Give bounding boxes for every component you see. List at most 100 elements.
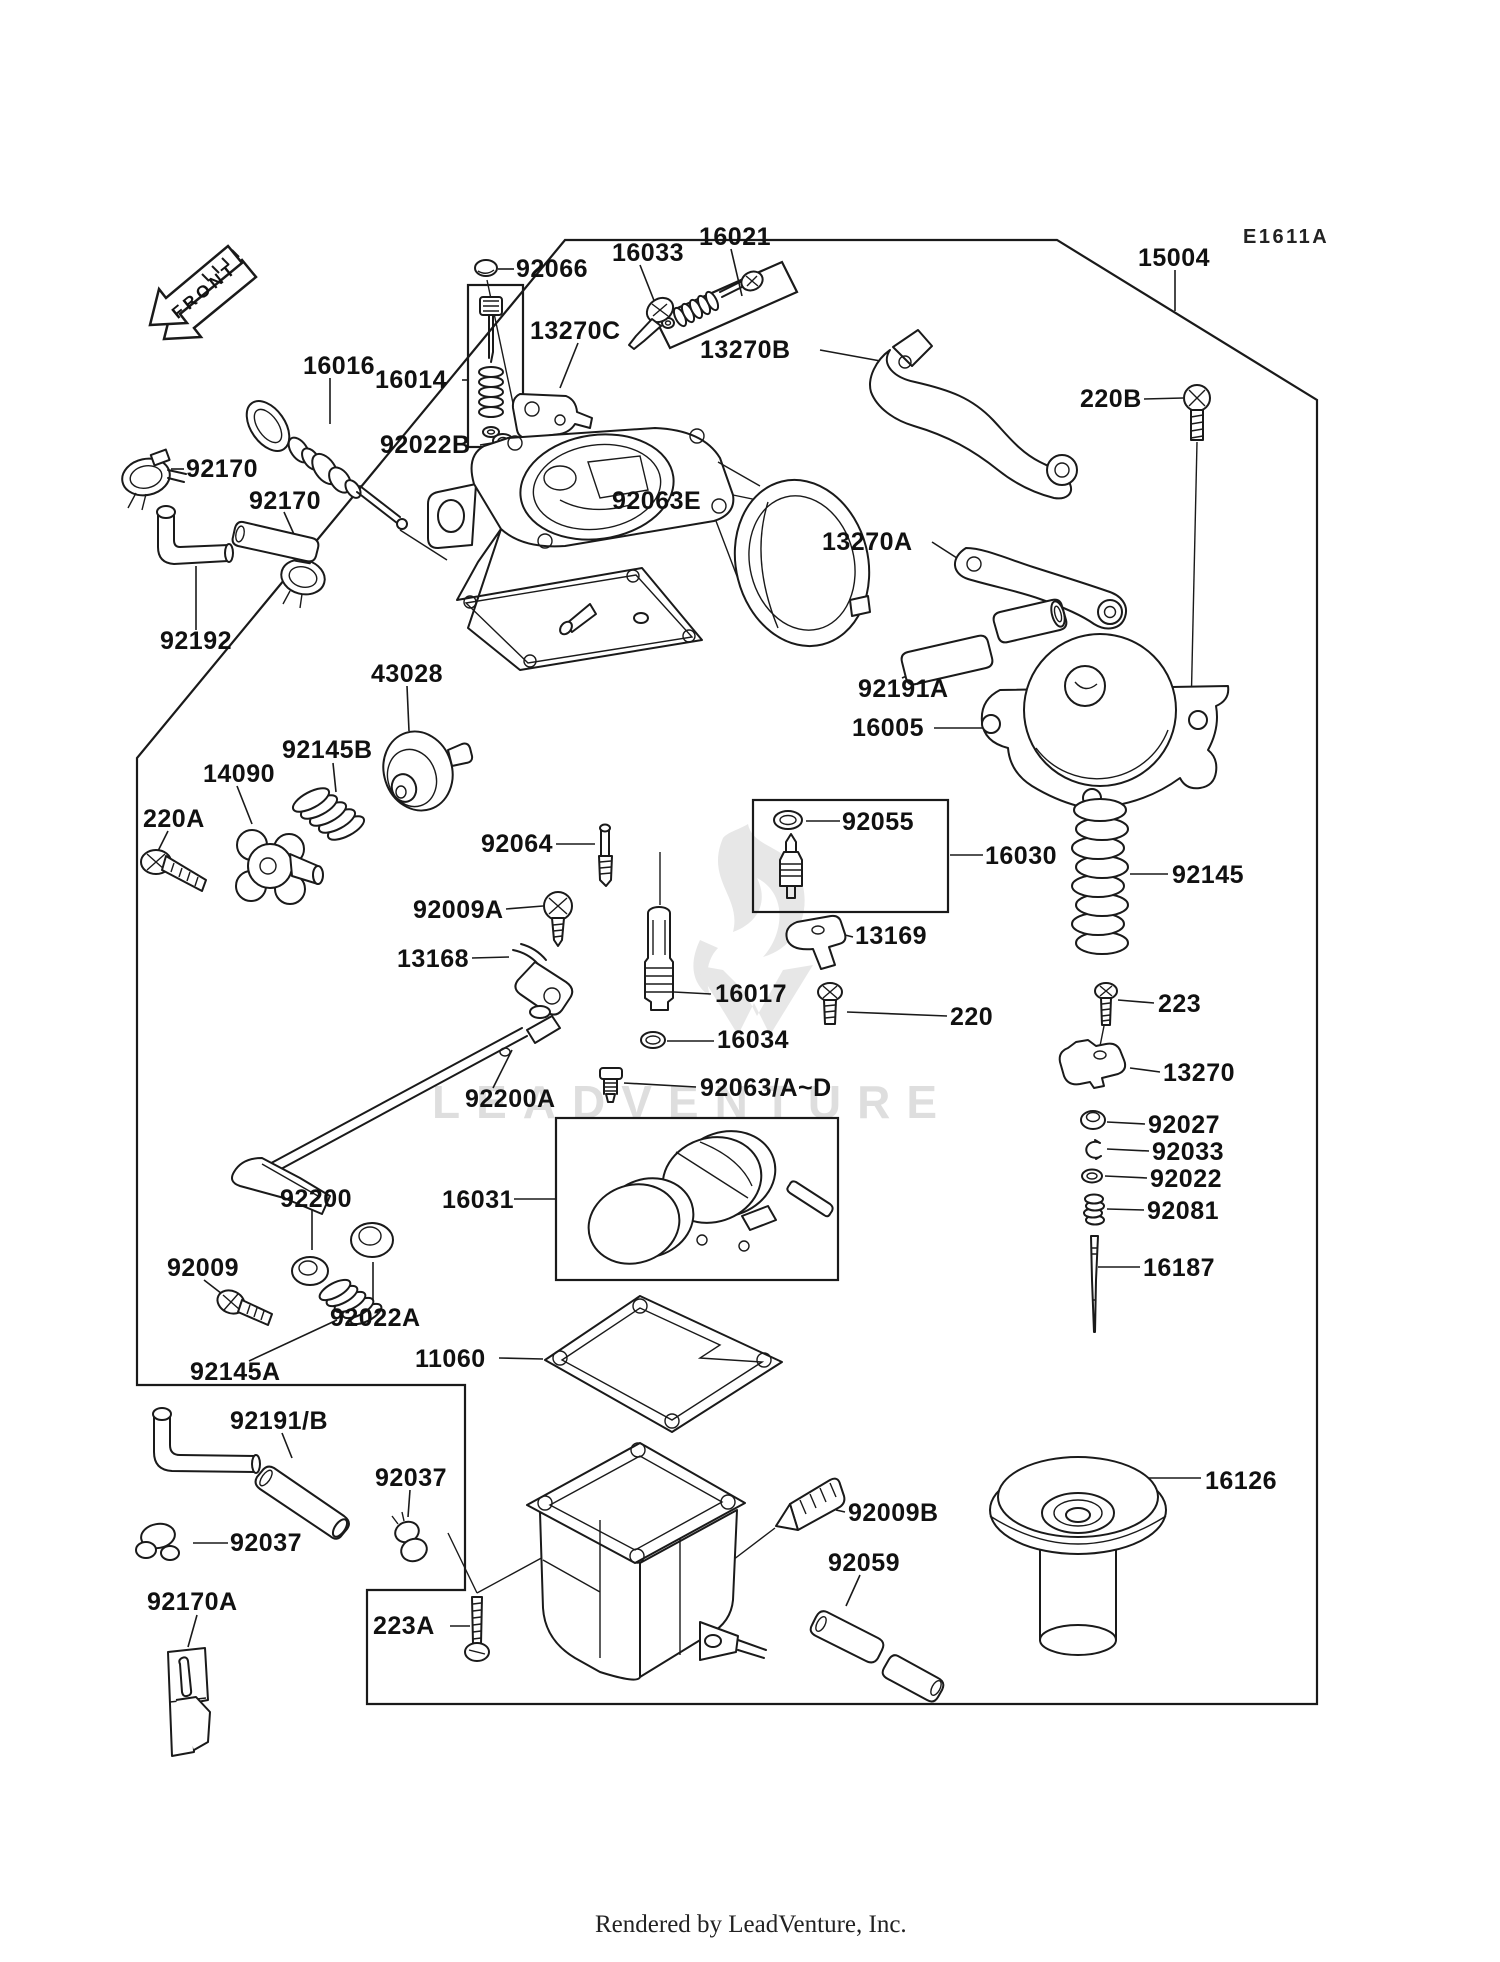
- part-label-92027[interactable]: 92027: [1148, 1111, 1220, 1139]
- part-220A-drawing: [140, 849, 207, 892]
- part-label-16034[interactable]: 16034: [717, 1026, 789, 1054]
- part-label-220A[interactable]: 220A: [143, 805, 205, 833]
- part-label-223[interactable]: 223: [1158, 990, 1201, 1018]
- part-label-92066[interactable]: 92066: [516, 255, 588, 283]
- part-label-92022B[interactable]: 92022B: [380, 431, 471, 459]
- part-92192-drawing: [156, 505, 320, 565]
- part-92170A-drawing: [167, 1647, 211, 1757]
- part-label-92063E[interactable]: 92063E: [612, 487, 701, 515]
- part-label-13270B[interactable]: 13270B: [700, 336, 791, 364]
- part-223-drawing: [1094, 982, 1118, 1026]
- part-label-13168[interactable]: 13168: [397, 945, 469, 973]
- part-label-16021[interactable]: 16021: [699, 223, 771, 251]
- part-92063AD-drawing: [599, 1067, 623, 1103]
- part-92066-drawing: [474, 259, 498, 277]
- part-92022-drawing: [1081, 1168, 1103, 1184]
- carburetor-body-drawing: [427, 427, 871, 671]
- part-14090-drawing: [235, 829, 324, 905]
- part-92009B-drawing: [775, 1477, 846, 1531]
- part-92191B-drawing: [152, 1407, 350, 1540]
- part-label-13270[interactable]: 13270: [1163, 1059, 1235, 1087]
- part-label-16187[interactable]: 16187: [1143, 1254, 1215, 1282]
- part-label-223A[interactable]: 223A: [373, 1612, 435, 1640]
- part-label-92145A[interactable]: 92145A: [190, 1358, 281, 1386]
- part-16034-drawing: [640, 1031, 666, 1049]
- part-92191A-drawing: [900, 598, 1068, 686]
- part-label-16126[interactable]: 16126: [1205, 1467, 1277, 1495]
- part-11060-drawing: [544, 1295, 783, 1433]
- part-label-220[interactable]: 220: [950, 1003, 993, 1031]
- part-label-92033[interactable]: 92033: [1152, 1138, 1224, 1166]
- part-16030-drawing: [779, 833, 803, 899]
- footer-credit: Rendered by LeadVenture, Inc.: [595, 1911, 907, 1938]
- part-label-92022A[interactable]: 92022A: [330, 1304, 421, 1332]
- part-label-16033[interactable]: 16033: [612, 239, 684, 267]
- part-13270B-drawing: [869, 329, 1078, 500]
- part-label-16005[interactable]: 16005: [852, 714, 924, 742]
- part-label-92064[interactable]: 92064: [481, 830, 553, 858]
- diagram-code: E1611A: [1243, 226, 1329, 248]
- part-label-92145B[interactable]: 92145B: [282, 736, 373, 764]
- part-label-43028[interactable]: 43028: [371, 660, 443, 688]
- front-arrow: FRONT: [148, 244, 258, 341]
- part-label-92063AD[interactable]: 92063/A~D: [700, 1074, 832, 1102]
- part-16016-drawing: [245, 400, 408, 530]
- part-label-16031[interactable]: 16031: [442, 1186, 514, 1214]
- part-label-14090[interactable]: 14090: [203, 760, 275, 788]
- part-label-92192[interactable]: 92192: [160, 627, 232, 655]
- part-16031-drawing: [587, 1130, 834, 1265]
- part-16033-drawing: [628, 296, 675, 350]
- part-92064-drawing: [598, 823, 613, 887]
- part-label-13169[interactable]: 13169: [855, 922, 927, 950]
- part-label-92200[interactable]: 92200: [280, 1185, 352, 1213]
- part-92009A-drawing: [543, 891, 573, 947]
- part-13270A-drawing: [954, 547, 1127, 630]
- part-label-92081[interactable]: 92081: [1147, 1197, 1219, 1225]
- part-16187-drawing: [1090, 1235, 1099, 1333]
- box-16030: [751, 798, 950, 914]
- part-92037b-drawing: [135, 1522, 180, 1561]
- part-220B-drawing: [1183, 384, 1211, 441]
- part-label-92009A[interactable]: 92009A: [413, 896, 504, 924]
- part-92027-drawing: [1080, 1110, 1106, 1130]
- part-43028-drawing: [382, 730, 474, 812]
- part-label-220B[interactable]: 220B: [1080, 385, 1142, 413]
- part-label-16017[interactable]: 16017: [715, 980, 787, 1008]
- part-label-92055[interactable]: 92055: [842, 808, 914, 836]
- part-13270C-drawing: [511, 393, 593, 440]
- part-label-13270A[interactable]: 13270A: [822, 528, 913, 556]
- part-label-92170A[interactable]: 92170A: [147, 1588, 238, 1616]
- part-label-16014[interactable]: 16014: [375, 366, 447, 394]
- part-label-13270C[interactable]: 13270C: [530, 317, 621, 345]
- part-92145A-drawing: [318, 1278, 383, 1326]
- part-16017-drawing: [644, 906, 674, 1011]
- part-label-11060[interactable]: 11060: [415, 1345, 486, 1373]
- part-label-16016[interactable]: 16016: [303, 352, 375, 380]
- part-92081-drawing: [1083, 1193, 1105, 1226]
- part-label-92037-a[interactable]: 92037: [375, 1464, 447, 1492]
- part-label-92145[interactable]: 92145: [1172, 861, 1244, 889]
- part-label-92170-a[interactable]: 92170: [186, 455, 258, 483]
- part-label-92059[interactable]: 92059: [828, 1549, 900, 1577]
- part-16021-drawing: [661, 270, 764, 329]
- part-92059-drawing: [809, 1610, 945, 1703]
- leadventure-watermark: LEADVENTURE: [432, 824, 937, 1128]
- part-label-92009[interactable]: 92009: [167, 1254, 239, 1282]
- part-label-92037-b[interactable]: 92037: [230, 1529, 302, 1557]
- part-label-16030[interactable]: 16030: [985, 842, 1057, 870]
- part-label-92191B[interactable]: 92191/B: [230, 1407, 328, 1435]
- part-label-92170-b[interactable]: 92170: [249, 487, 321, 515]
- part-92037a-drawing: [391, 1511, 428, 1563]
- part-label-92022[interactable]: 92022: [1150, 1165, 1222, 1193]
- part-220-drawing: [817, 982, 843, 1025]
- part-92200-drawing: [291, 1256, 329, 1286]
- part-label-92191A[interactable]: 92191A: [858, 675, 949, 703]
- part-92200A-drawing: [231, 1015, 561, 1215]
- part-92170a-drawing: [121, 448, 187, 511]
- part-label-15004[interactable]: 15004: [1138, 244, 1210, 272]
- part-label-92009B[interactable]: 92009B: [848, 1499, 939, 1527]
- part-label-92200A[interactable]: 92200A: [465, 1085, 556, 1113]
